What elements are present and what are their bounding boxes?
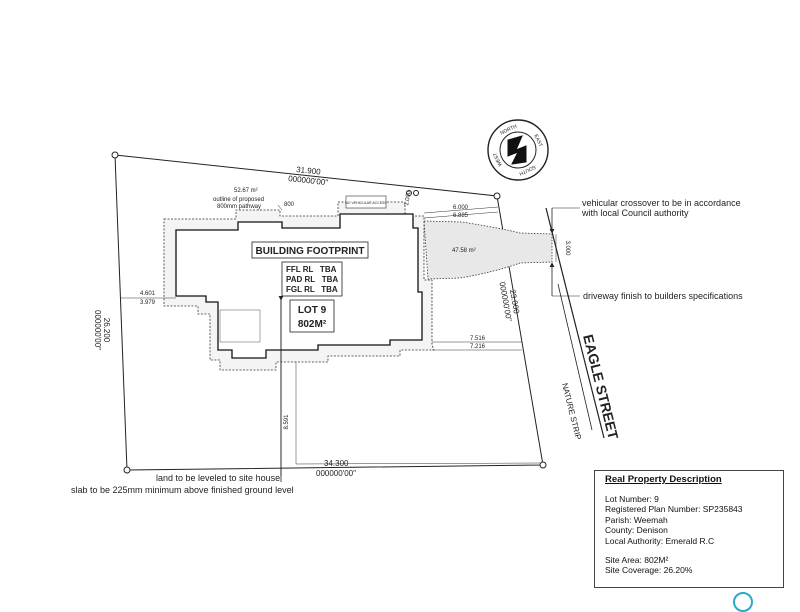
no-access-sign-text: NO VEHICULAR ACCESS xyxy=(345,201,387,205)
setback-right-mid-outer: 7.516 xyxy=(470,336,486,342)
north-arrow-icon xyxy=(507,135,527,165)
rpd-registered-plan: Registered Plan Number: SP235843 xyxy=(605,504,743,515)
setback-left-outer: 4.601 xyxy=(140,291,156,297)
note-crossover-line2: with local Council authority xyxy=(581,208,689,218)
note-crossover-line1: vehicular crossover to be in accordance xyxy=(582,198,741,208)
building-footprint-label: BUILDING FOOTPRINT xyxy=(256,246,365,257)
lot-area-label: 802M² xyxy=(298,319,327,330)
dim-left: 26.200 xyxy=(102,318,111,343)
setback-front-small: 1.000 xyxy=(404,190,413,206)
setback-bottom: 8.591 xyxy=(284,414,290,430)
carport-zone xyxy=(219,309,261,343)
pathway-area-label: 52.67 m² xyxy=(234,188,258,194)
boundary-pegs xyxy=(111,151,547,474)
rpd-parish: Parish: Weemah xyxy=(605,514,668,525)
rpd-site-coverage: Site Coverage: 26.20% xyxy=(605,565,693,576)
note-level-line1: land to be leveled to site house xyxy=(156,473,280,483)
rpd-county: County: Denison xyxy=(605,525,668,536)
rpd-site-area: Site Area: 802M² xyxy=(605,554,669,565)
no-access-sign xyxy=(345,195,387,209)
pathway-note-line2: 800mm pathway xyxy=(217,204,261,210)
setback-left-inner: 3.979 xyxy=(140,300,156,306)
driveway xyxy=(423,220,553,280)
street-edge-line xyxy=(557,283,593,431)
level-pad: PAD RL TBA xyxy=(286,275,338,284)
dim-right: 23.000 xyxy=(508,289,521,315)
compass-rose: NORTH EAST SOUTH WEST xyxy=(487,119,549,181)
nature-strip-label: NATURE STRIP xyxy=(560,382,583,441)
levels-box xyxy=(281,261,343,297)
svg-text:WEST: WEST xyxy=(492,151,504,167)
dim-bottom: 34.300 xyxy=(324,459,349,468)
level-ffl: FFL RL TBA xyxy=(286,265,337,274)
building-footprint-box xyxy=(251,241,369,259)
dim-bottom-bearing: 000000'00" xyxy=(316,469,356,478)
dim-top-bearing: 000000'00" xyxy=(288,174,329,187)
corner-logo-icon xyxy=(733,592,753,612)
dim-top: 31.900 xyxy=(296,165,322,177)
level-fgl: FGL RL TBA xyxy=(286,285,338,294)
rpd-lot-number: Lot Number: 9 xyxy=(605,493,659,504)
rpd-local-authority: Local Authority: Emerald R.C xyxy=(605,535,715,546)
setback-right-mid-inner: 7.216 xyxy=(470,344,486,350)
svg-text:EAST: EAST xyxy=(532,134,543,148)
lot-box xyxy=(289,299,335,333)
rpd-title: Real Property Description xyxy=(605,474,722,485)
driveway-width-label: 3.000 xyxy=(564,240,570,256)
note-driveway: driveway finish to builders specificatio… xyxy=(583,291,743,301)
note-level-line2: slab to be 225mm minimum above finished … xyxy=(71,485,294,495)
lot-label: LOT 9 xyxy=(298,305,327,316)
dim-right-bearing: 000000'00" xyxy=(498,281,514,322)
setback-right-top-inner: 6.885 xyxy=(453,213,469,219)
driveway-area-label: 47.58 m² xyxy=(452,248,476,254)
dim-left-bearing: 000000'00" xyxy=(93,310,102,350)
real-property-description-panel: Real Property Description Lot Number: 9 … xyxy=(594,470,784,588)
street-kerb-line xyxy=(545,207,605,439)
pathway-note-line1: outline of proposed xyxy=(213,197,264,203)
pathway-width-label: 800 xyxy=(284,202,295,208)
setback-right-top-outer: 6.000 xyxy=(453,205,469,211)
